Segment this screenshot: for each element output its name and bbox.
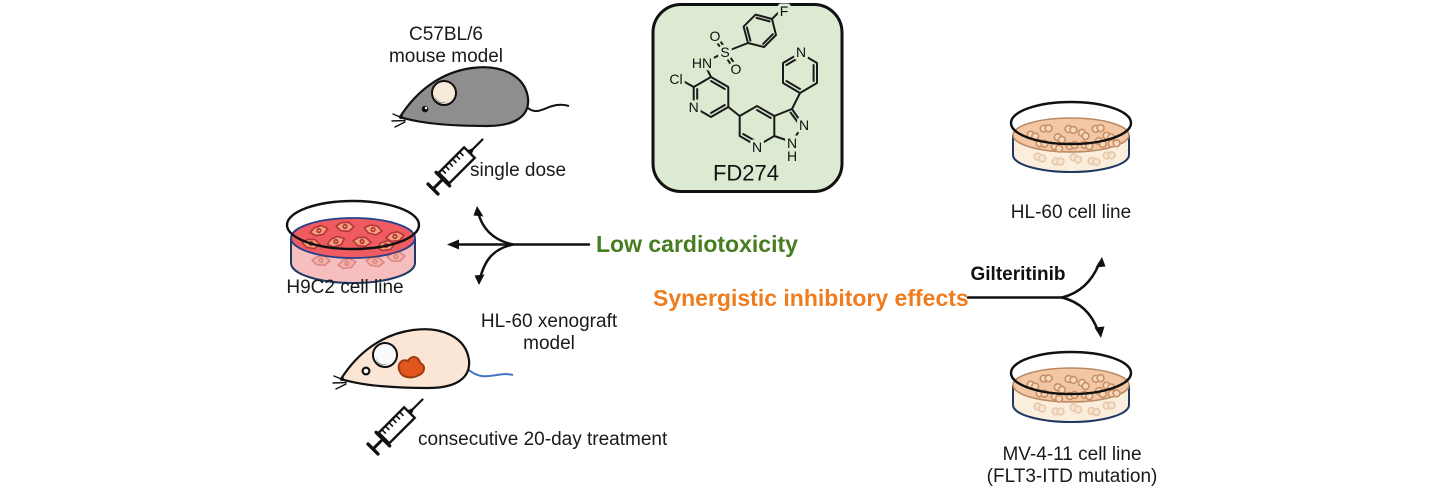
compound-structure-box: F S O O HN Cl N N N N H N FD274 (651, 0, 844, 193)
label-synergistic-effects: Synergistic inhibitory effects (653, 285, 969, 311)
h9c2-dish-icon (285, 199, 421, 284)
atom-O-top: O (710, 28, 721, 44)
label-hl60-cell-line: HL-60 cell line (1010, 202, 1132, 223)
tumor (397, 356, 425, 379)
hl60-dish-icon (1011, 102, 1131, 172)
atom-N-core: N (752, 139, 762, 155)
mv411-dish-icon (1011, 352, 1131, 422)
atom-HN: HN (692, 55, 712, 71)
whiskers (332, 375, 347, 390)
whiskers (391, 113, 406, 128)
label-c57-mouse-model: C57BL/6 mouse model (388, 24, 504, 68)
label-mv411-cell-line: MV-4-11 cell line (FLT3-ITD mutation) (986, 444, 1158, 488)
mouse-eye (421, 105, 429, 113)
label-treatment: consecutive 20-day treatment (418, 429, 668, 450)
atom-H-pyrazole: H (787, 148, 797, 164)
atom-N-pyrazole-2: N (799, 117, 809, 133)
left-branch-arrows (447, 206, 591, 285)
atom-labels: F S O O HN Cl N N N N H N (666, 0, 812, 167)
c57-mouse-icon (391, 66, 570, 128)
arrowhead-up (1095, 257, 1106, 268)
label-low-cardiotoxicity: Low cardiotoxicity (596, 231, 798, 257)
label-xenograft-model: HL-60 xenograft model (480, 311, 618, 355)
bond-lines (682, 10, 818, 147)
label-gilteritinib: Gilteritinib (970, 264, 1066, 285)
arrowhead-left (447, 239, 459, 250)
mouse-eye (361, 366, 371, 376)
label-h9c2-cell-line: H9C2 cell line (286, 277, 404, 298)
atom-O-bottom: O (731, 61, 742, 77)
arrowhead-down (474, 274, 485, 285)
arrowhead-down (1094, 326, 1105, 338)
mouse-ear (372, 342, 398, 368)
atom-N-pyrazole-1: N (787, 135, 797, 151)
arrowhead-up (473, 206, 484, 217)
right-branch-arrows (966, 257, 1106, 338)
mouse-ear (431, 80, 457, 106)
compound-name: FD274 (713, 161, 779, 186)
atom-N-left-pyridine: N (689, 99, 699, 115)
atom-Cl: Cl (669, 71, 682, 87)
xenograft-mouse-icon (332, 328, 514, 390)
label-single-dose: single dose (470, 160, 567, 181)
mouse-tail (527, 103, 570, 113)
mouse-tail (468, 369, 514, 378)
atom-F: F (780, 3, 789, 19)
atom-S: S (720, 44, 729, 60)
atom-N-pyridyl: N (796, 44, 806, 60)
